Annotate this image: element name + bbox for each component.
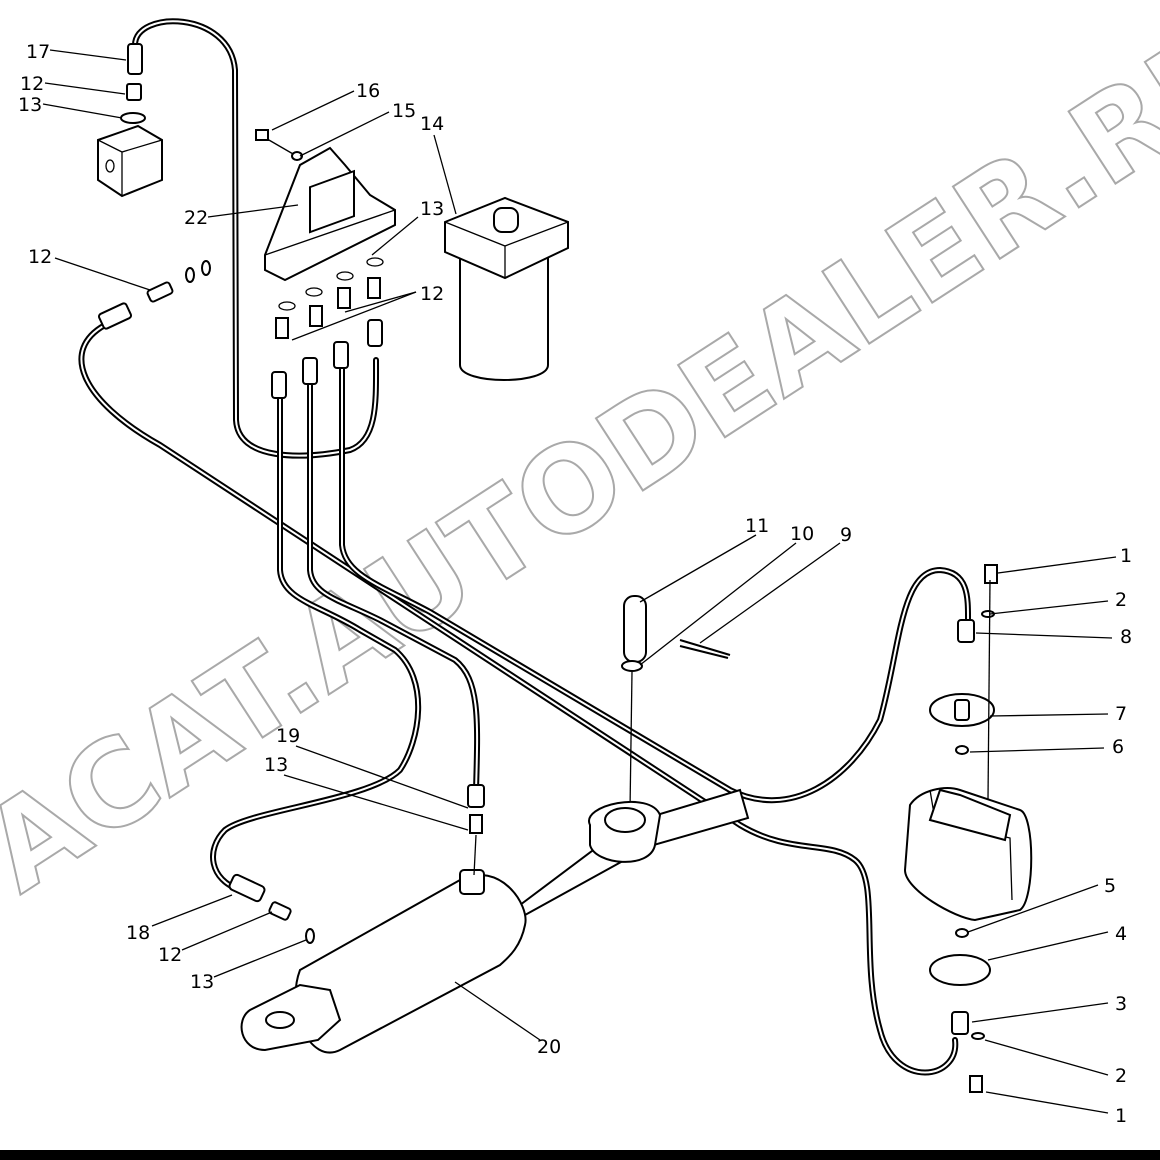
callout-13: 13 [18,94,42,116]
callout-2: 2 [1115,589,1127,611]
callout-19: 19 [276,725,300,747]
callout-3: 3 [1115,993,1127,1015]
callout-2: 2 [1115,1065,1127,1087]
callout-10: 10 [790,523,814,545]
fitting-12-left [98,260,211,330]
callout-12: 12 [20,73,44,95]
callout-20: 20 [537,1036,561,1058]
cotter-pin-9 [679,639,731,659]
fitting-19-group [467,784,485,876]
fitting-18-group [228,873,315,944]
callout-8: 8 [1120,626,1132,648]
washer-10 [621,660,643,672]
bracket-fittings [271,257,384,399]
steering-valve-assembly [903,564,1033,1093]
mounting-bracket-22 [264,146,396,282]
callout-1: 1 [1120,545,1132,567]
filter-14 [444,196,569,381]
leader-lines [42,49,1117,1114]
hose-middle-1 [210,392,422,893]
callout-12: 12 [420,283,444,305]
callout-4: 4 [1115,923,1127,945]
callout-7: 7 [1115,703,1127,725]
callout-22: 22 [184,207,208,229]
hose-left-long [78,322,959,1076]
callout-17: 17 [26,41,50,63]
callout-16: 16 [356,80,380,102]
callout-5: 5 [1104,875,1116,897]
callout-12: 12 [28,246,52,268]
valve-block [97,124,163,198]
callout-13: 13 [420,198,444,220]
watermark-text: ACAT.AUTODEALER.RU [0,0,1160,919]
pin-11 [623,595,647,811]
callout-14: 14 [420,113,444,135]
bottom-border [0,1150,1160,1160]
callout-1: 1 [1115,1105,1127,1127]
hose-top-loop [132,18,380,459]
callout-9: 9 [840,524,852,546]
callout-15: 15 [392,100,416,122]
washer-15 [291,151,303,161]
callout-6: 6 [1112,736,1124,758]
callout-12: 12 [158,944,182,966]
hose-middle-2 [307,377,481,793]
hydraulic-cylinder-20 [240,788,750,1054]
callout-13: 13 [190,971,214,993]
hose-middle-3 [339,362,972,804]
callout-13: 13 [264,754,288,776]
callout-11: 11 [745,515,769,537]
callout-18: 18 [126,922,150,944]
fitting-17 [120,43,146,124]
